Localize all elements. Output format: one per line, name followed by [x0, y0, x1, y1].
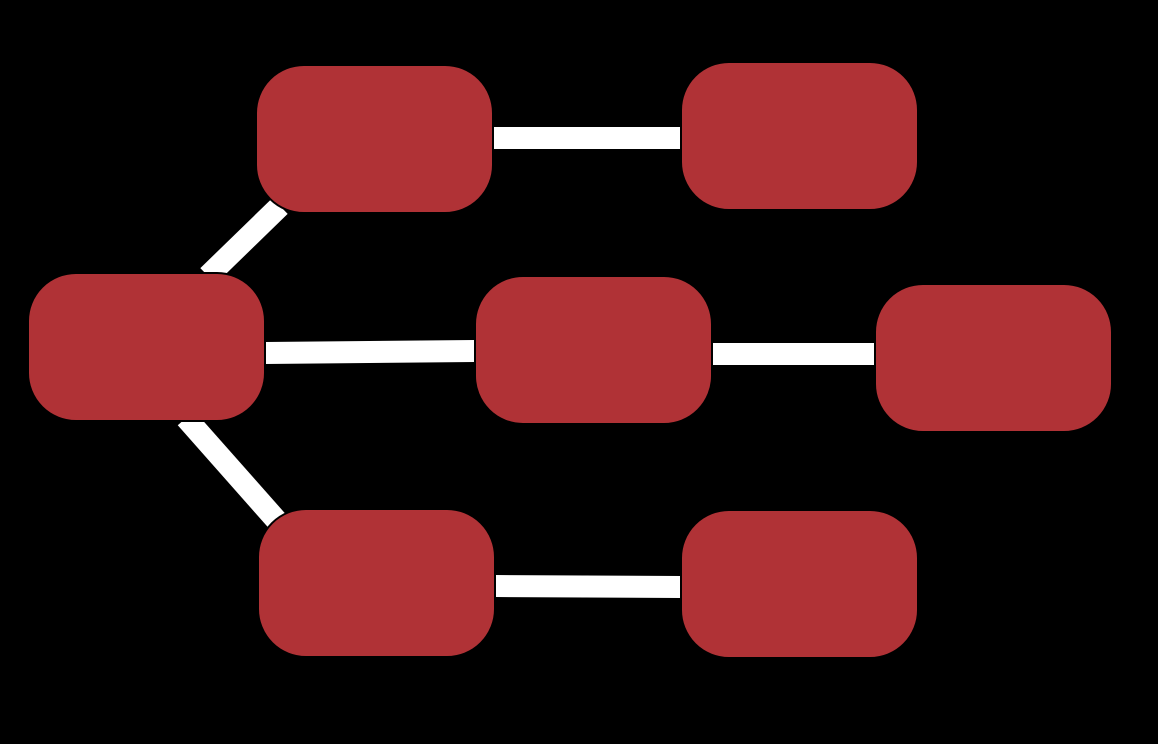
node-box-bottom-right [680, 509, 919, 659]
edge-root-to-center-middle [264, 340, 476, 364]
node-top-middle [255, 64, 494, 214]
node-root [27, 272, 266, 422]
edge-bottom-middle-to-bottom-right [494, 575, 682, 598]
node-box-root [27, 272, 266, 422]
node-box-top-right [680, 61, 919, 211]
node-box-top-middle [255, 64, 494, 214]
node-center-middle [474, 275, 713, 425]
node-box-center-middle [474, 275, 713, 425]
node-center-right [874, 283, 1113, 433]
node-top-right [680, 61, 919, 211]
node-bottom-right [680, 509, 919, 659]
node-bottom-middle [257, 508, 496, 658]
edge-root-to-top-middle [200, 198, 288, 284]
node-box-center-right [874, 283, 1113, 433]
edge-layer [177, 127, 875, 598]
node-layer [27, 61, 1113, 659]
edge-root-to-bottom-middle [177, 410, 287, 530]
node-box-bottom-middle [257, 508, 496, 658]
